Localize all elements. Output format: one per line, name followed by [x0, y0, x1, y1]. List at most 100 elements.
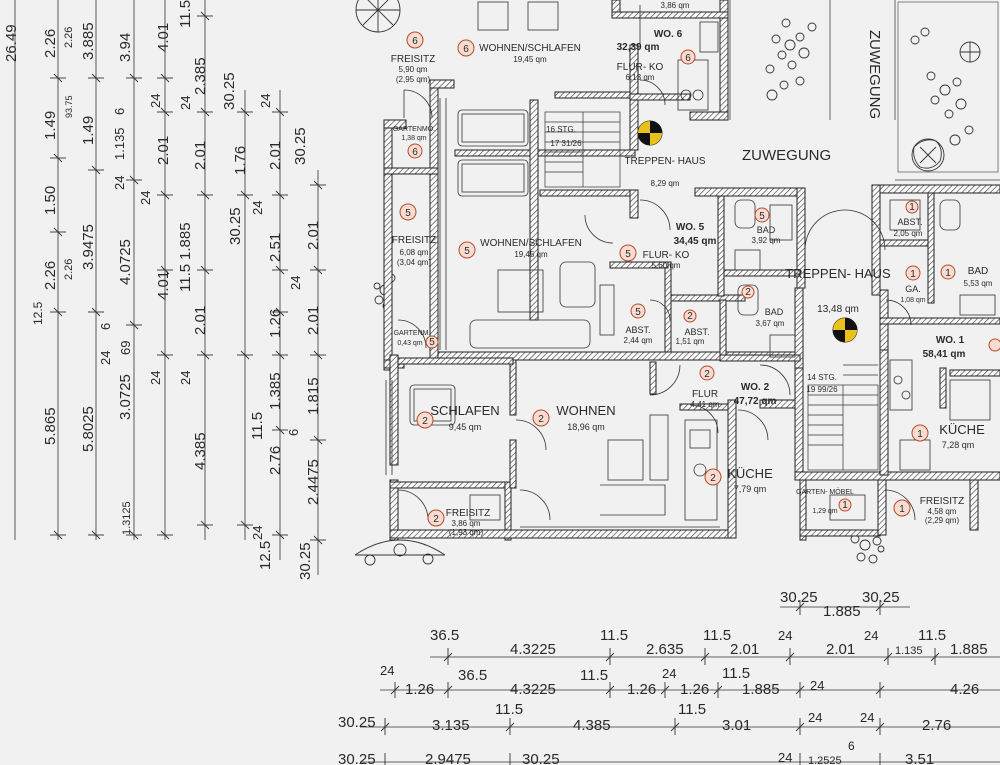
room-name: FLUR — [692, 389, 718, 400]
dim-label: 4.26 — [950, 681, 979, 698]
dim-label: 11.5 — [918, 627, 946, 644]
room-area: 7,28 qm — [942, 440, 975, 450]
room-area: 47,72 qm — [734, 396, 777, 407]
dim-label: 36.5 — [430, 627, 459, 644]
unit-number: 2 — [422, 416, 428, 427]
dim-label: 1.26 — [627, 681, 656, 698]
dim-label: 1.885 — [742, 681, 780, 698]
unit-number: 2 — [538, 414, 544, 425]
room-name: FLUR- KO — [617, 62, 664, 73]
room-area: 4,58 qm — [928, 507, 957, 516]
unit-number: 5 — [405, 208, 411, 219]
unit-number: 2 — [745, 287, 751, 298]
room-area: 1,38 qm — [401, 135, 426, 142]
dim-label: 30.25 — [221, 72, 238, 110]
room-name: GA. — [905, 284, 921, 294]
room-name: TREPPEN- HAUS — [785, 266, 891, 281]
dim-label: 24 — [662, 666, 676, 681]
room-area: 3,86 qm — [452, 519, 481, 528]
dim-label: 2.01 — [267, 141, 284, 170]
room-name: ABST. — [684, 327, 709, 337]
dim-label: 11.5 — [678, 701, 706, 718]
room-area: 6,08 qm — [400, 248, 429, 257]
dim-label: 11.5 — [177, 0, 194, 28]
dim-label: 3.94 — [117, 33, 134, 62]
room-name: GARTEN- MÖBEL — [796, 488, 854, 496]
unit-number: 5 — [429, 337, 435, 348]
dim-label: 6 — [848, 739, 855, 753]
room-area: 5,90 qm — [399, 65, 428, 74]
dim-label: 11.5 — [580, 667, 608, 684]
unit-number: 1 — [909, 202, 915, 213]
dim-label: 24 — [380, 663, 394, 678]
dim-label: 24 — [864, 628, 878, 643]
dim-label: 24 — [860, 710, 874, 725]
room-name: WO. 6 — [654, 29, 683, 40]
dim-label: 24 — [178, 371, 193, 385]
dim-label: 1.26 — [267, 309, 284, 338]
dim-label: 30.25 — [338, 751, 376, 765]
unit-number: 5 — [759, 211, 765, 222]
dim-label: 6 — [286, 429, 301, 436]
dim-label: 4.0725 — [117, 239, 134, 285]
room-area: 13,48 qm — [817, 304, 859, 315]
room-name: FREISITZ — [446, 508, 490, 519]
dim-label: 3.135 — [432, 717, 470, 734]
dim-label: 2.635 — [646, 641, 684, 658]
room-name: WO. 1 — [936, 335, 965, 346]
dim-label: 1.885 — [177, 222, 194, 260]
dimension-lines-bottom — [360, 606, 1000, 763]
room-area: 2,05 qm — [894, 229, 923, 238]
room-name: ABST. — [625, 325, 650, 335]
dim-label: 11.5 — [600, 627, 628, 644]
room-area: (2,29 qm) — [925, 516, 960, 525]
room-name: KÜCHE — [727, 466, 773, 481]
dim-label: 24 — [148, 371, 163, 385]
dim-label: 24 — [112, 176, 127, 190]
dim-label: 1.76 — [232, 146, 249, 175]
staircase — [544, 111, 879, 471]
umbrella-icon — [355, 0, 401, 33]
dim-label: 11.5 — [249, 412, 266, 440]
room-area: 1,08 qm — [900, 297, 925, 304]
unit-number: 2 — [704, 369, 710, 380]
dim-label: 2.01 — [305, 306, 322, 335]
room-area: 4,41 qm — [691, 400, 720, 409]
dim-label: 24 — [810, 678, 824, 693]
dim-label: 2.9475 — [425, 751, 471, 765]
room-area: 58,41 qm — [923, 349, 966, 360]
dim-label: 2.01 — [730, 641, 759, 658]
dim-label: 2.01 — [826, 641, 855, 658]
unit-number: 1 — [945, 268, 951, 279]
dim-label: 30.25 — [338, 714, 376, 731]
unit-number: 6 — [412, 36, 418, 47]
dim-label: 2.01 — [155, 136, 172, 165]
dim-label: 1.26 — [680, 681, 709, 698]
dim-label: 3.51 — [905, 751, 934, 765]
dim-label: 30.25 — [862, 589, 900, 606]
dim-label: 6 — [98, 323, 113, 330]
dim-label: 3.9475 — [80, 224, 97, 270]
room-area: 9,45 qm — [449, 422, 482, 432]
dim-label: 1.3125 — [121, 501, 133, 535]
dim-label: 1.135 — [895, 645, 923, 657]
room-name: KÜCHE — [939, 422, 985, 437]
path-label: ZUWEGUNG — [742, 147, 831, 164]
dimension-labels-left: 26.49 2.26 1.49 1.50 2.26 12.5 5.865 2.2… — [3, 0, 322, 580]
room-area: 2,44 qm — [624, 336, 653, 345]
room-name: WO. 2 — [741, 382, 770, 393]
dim-label: 3.01 — [722, 717, 751, 734]
unit-number: 2 — [433, 514, 439, 525]
dim-label: 24 — [288, 276, 303, 290]
room-name: WOHNEN/SCHLAFEN — [480, 238, 582, 249]
room-name: FLUR- KO — [643, 250, 690, 261]
room-area: 5,53 qm — [964, 279, 993, 288]
dim-label: 2.385 — [192, 57, 209, 95]
unit-number: 2 — [710, 473, 716, 484]
room-labels: WOHNEN/SCHLAFEN 1 9,45 qm FREISITZ 5,90 q… — [391, 1, 993, 537]
unit-badges — [399, 31, 1000, 527]
dim-label: 24 — [250, 526, 265, 540]
room-area: 34,45 qm — [674, 236, 717, 247]
dim-label: 2.01 — [192, 306, 209, 335]
